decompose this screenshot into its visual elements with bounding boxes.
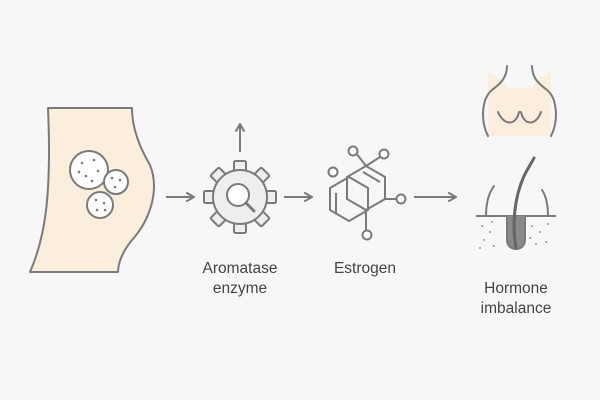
gear-magnifier-icon <box>203 160 277 234</box>
adipose-tissue-icon <box>29 107 155 273</box>
fat-cell <box>103 169 129 195</box>
estrogen-label: Estrogen <box>333 260 397 277</box>
fat-cell <box>69 150 109 190</box>
breast-and-hair-follicle-icon <box>476 65 557 250</box>
hip-outline <box>29 107 155 273</box>
hair-follicle-icon <box>476 156 556 250</box>
aromatase-enzyme-label: Aromatase enzyme <box>202 260 278 297</box>
torso-icon <box>482 65 557 137</box>
molecule-icon <box>327 145 407 241</box>
hormone-imbalance-label: Hormone imbalance <box>480 280 552 317</box>
fat-cell <box>86 191 114 219</box>
